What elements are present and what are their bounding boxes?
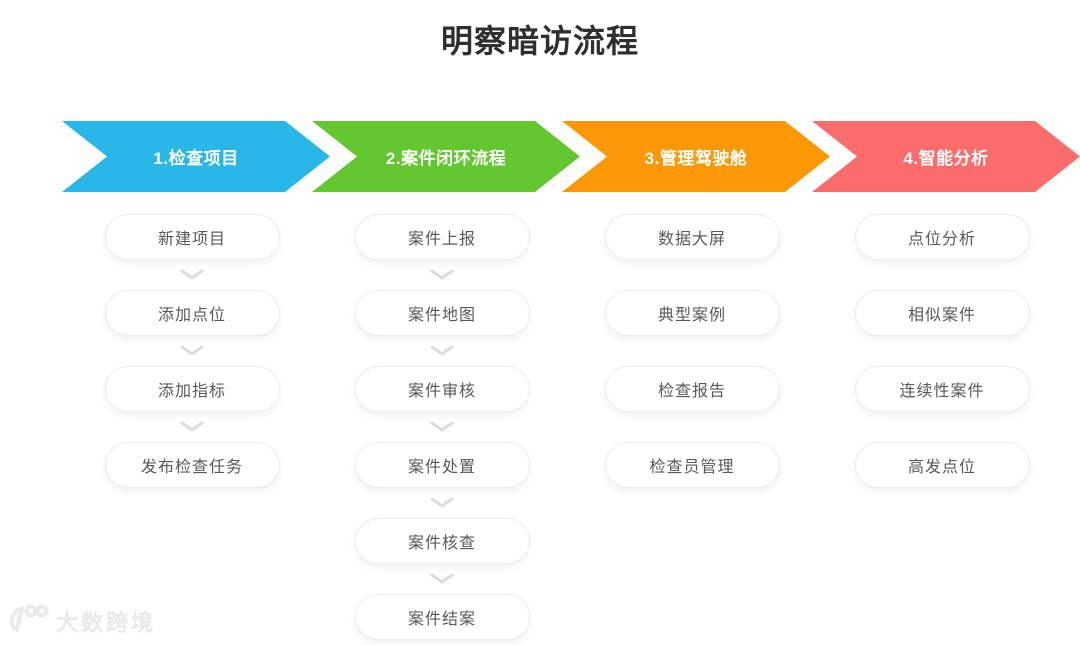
chevron-down-icon: [105, 412, 280, 442]
step-node: 相似案件: [854, 290, 1030, 336]
step-node: 添加指标: [104, 366, 280, 412]
step-label: 案件地图: [407, 307, 476, 324]
step-node: 添加点位: [104, 290, 280, 336]
step-label: 案件上报: [407, 231, 476, 248]
stage-columns: 新建项目 添加点位 添加指标 发布检查任务 案件上报 案件地图 案件审核 案件处…: [67, 214, 1067, 640]
step-node: 发布检查任务: [104, 442, 280, 488]
column-management-cockpit: 数据大屏 典型案例 检查报告 检查员管理: [567, 214, 817, 640]
stage-banner-label: 2.案件闭环流程: [385, 149, 507, 168]
chevron-down-icon: [105, 260, 280, 290]
step-node: 检查报告: [604, 366, 780, 412]
column-spacer: [605, 412, 780, 442]
dashukuajing-logo-icon: [6, 602, 50, 641]
step-node: 案件结案: [354, 594, 530, 640]
chevron-down-icon: [355, 336, 530, 366]
chevron-down-icon: [355, 564, 530, 594]
column-spacer: [605, 336, 780, 366]
step-node: 典型案例: [604, 290, 780, 336]
step-label: 添加指标: [157, 383, 226, 400]
chevron-down-icon: [355, 488, 530, 518]
chevron-down-icon: [355, 412, 530, 442]
step-label: 检查报告: [657, 383, 726, 400]
step-label: 点位分析: [907, 231, 976, 248]
step-label: 数据大屏: [657, 231, 726, 248]
step-node: 案件核查: [354, 518, 530, 564]
step-label: 发布检查任务: [140, 459, 243, 476]
stage-banner-management-cockpit: 3.管理驾驶舱: [562, 121, 830, 192]
column-inspection-project: 新建项目 添加点位 添加指标 发布检查任务: [67, 214, 317, 640]
step-label: 典型案例: [657, 307, 726, 324]
stage-banner-inspection-project: 1.检查项目: [62, 121, 330, 192]
step-label: 案件处置: [407, 459, 476, 476]
stage-banner-label: 3.管理驾驶舱: [644, 149, 748, 168]
step-label: 添加点位: [157, 307, 226, 324]
chevron-down-icon: [105, 336, 280, 366]
chevron-down-icon: [355, 260, 530, 290]
column-spacer: [855, 412, 1030, 442]
step-label: 案件审核: [407, 383, 476, 400]
column-spacer: [855, 336, 1030, 366]
step-node: 连续性案件: [854, 366, 1030, 412]
stage-banner-intelligent-analysis: 4.智能分析: [812, 121, 1080, 192]
step-node: 案件处置: [354, 442, 530, 488]
stage-banner-label: 4.智能分析: [903, 149, 989, 168]
step-node: 数据大屏: [604, 214, 780, 260]
watermark-text: 大数跨境: [56, 610, 157, 635]
step-label: 新建项目: [157, 231, 226, 248]
step-node: 案件审核: [354, 366, 530, 412]
step-node: 高发点位: [854, 442, 1030, 488]
step-label: 案件结案: [407, 611, 476, 628]
page-title: 明察暗访流程: [440, 23, 639, 59]
step-node: 点位分析: [854, 214, 1030, 260]
column-spacer: [855, 260, 1030, 290]
step-label: 检查员管理: [649, 459, 735, 476]
step-node: 新建项目: [104, 214, 280, 260]
column-spacer: [605, 260, 780, 290]
step-node: 检查员管理: [604, 442, 780, 488]
stage-banner-label: 1.检查项目: [153, 149, 239, 168]
step-label: 案件核查: [407, 535, 476, 552]
step-node: 案件上报: [354, 214, 530, 260]
watermark: 大数跨境: [6, 602, 156, 640]
column-intelligent-analysis: 点位分析 相似案件 连续性案件 高发点位: [817, 214, 1067, 640]
stage-banner-case-closed-loop: 2.案件闭环流程: [312, 121, 580, 192]
column-case-closed-loop: 案件上报 案件地图 案件审核 案件处置 案件核查 案件结案: [317, 214, 567, 640]
step-label: 高发点位: [907, 459, 976, 476]
step-node: 案件地图: [354, 290, 530, 336]
step-label: 相似案件: [907, 307, 976, 324]
step-label: 连续性案件: [899, 383, 985, 400]
